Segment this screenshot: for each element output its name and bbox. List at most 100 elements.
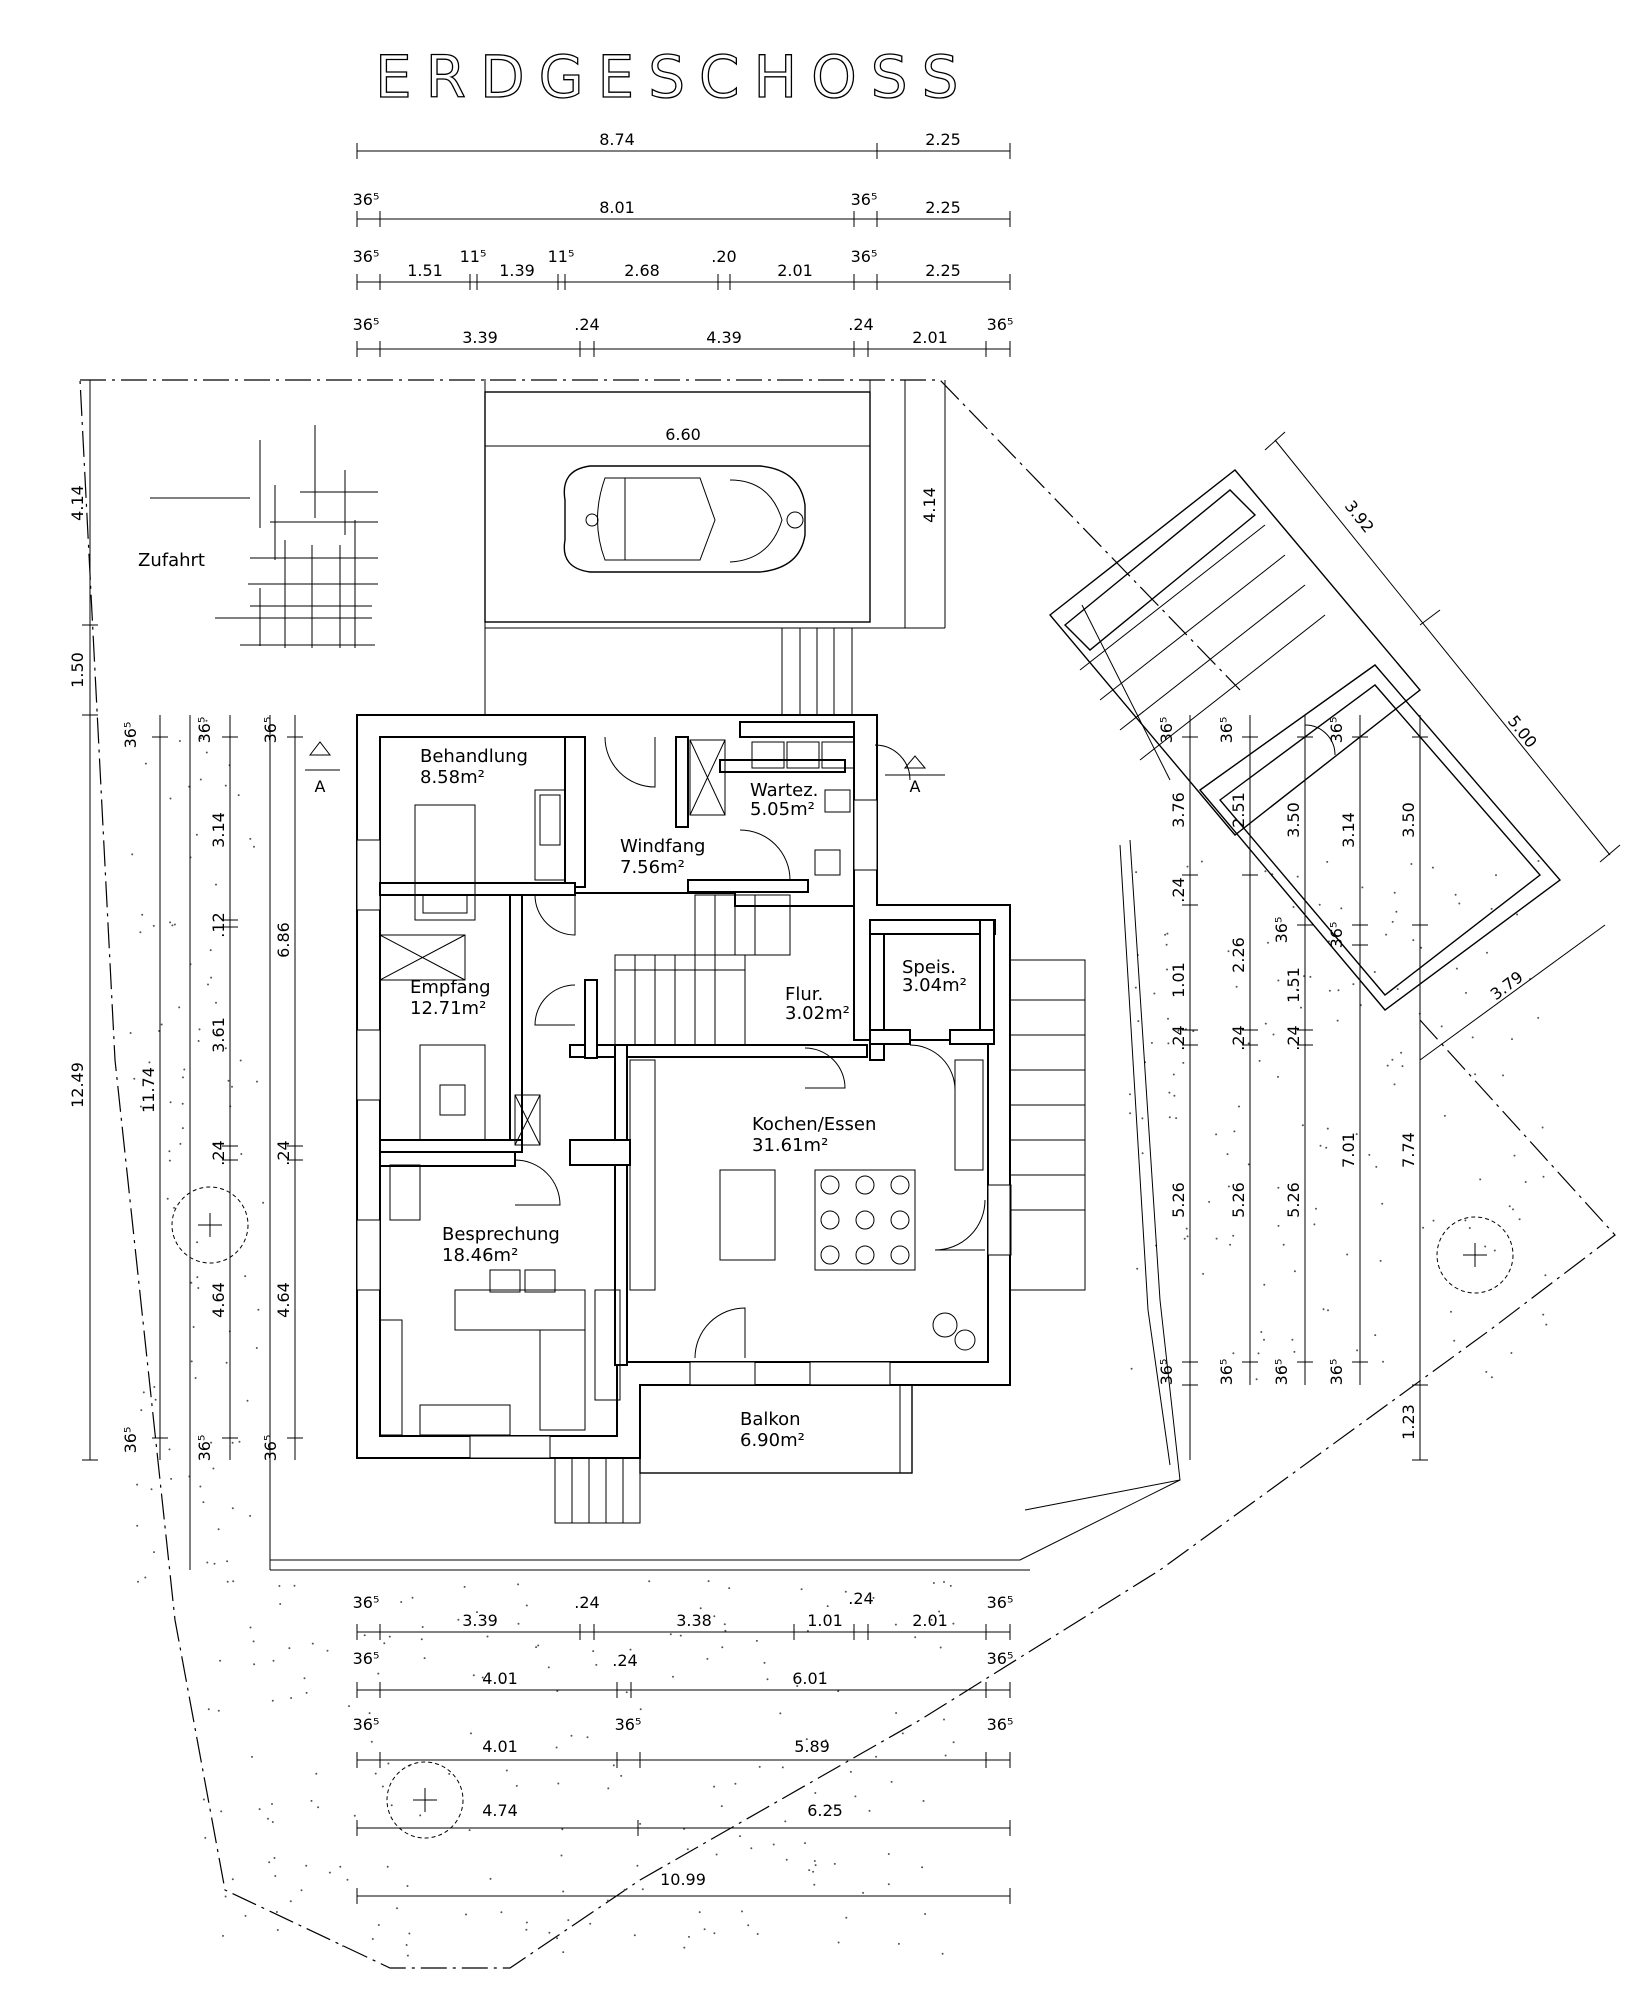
ground-dot bbox=[939, 1646, 942, 1649]
dim-rd-2: 36⁵ bbox=[1327, 922, 1346, 949]
ground-dot bbox=[231, 1507, 234, 1510]
ground-dot bbox=[854, 1795, 857, 1798]
ground-dot bbox=[169, 1101, 172, 1104]
ground-dot bbox=[1493, 1249, 1496, 1252]
ground-dot bbox=[813, 1860, 816, 1862]
ground-dot bbox=[1385, 933, 1388, 936]
ground-dot bbox=[1232, 1234, 1235, 1237]
room-balkon-area: 6.90m² bbox=[740, 1430, 805, 1451]
dim-b3-2: 36⁵ bbox=[615, 1715, 642, 1734]
dim-li-2: .12 bbox=[209, 912, 228, 937]
ground-dot bbox=[1235, 985, 1238, 988]
top-dimension-strings: 8.74 2.25 36⁵ 8.01 36⁵ 2.25 36⁵ 1.51 11⁵… bbox=[353, 130, 1014, 357]
ground-dot bbox=[1412, 939, 1415, 942]
ground-dot bbox=[1319, 1144, 1322, 1147]
ground-dot bbox=[1420, 946, 1423, 949]
dim-li-4: .24 bbox=[209, 1140, 228, 1165]
dim-rd-0: 36⁵ bbox=[1327, 717, 1346, 744]
ground-dot bbox=[1166, 932, 1169, 935]
ground-dot bbox=[1544, 1274, 1547, 1277]
ground-dot bbox=[1292, 906, 1295, 908]
ground-dot bbox=[1129, 1093, 1131, 1096]
ground-dot bbox=[785, 1858, 788, 1861]
ground-dot bbox=[1381, 1202, 1384, 1205]
dim-l686-2: .24 bbox=[274, 1140, 293, 1165]
ground-dot bbox=[224, 1047, 227, 1050]
ground-dot bbox=[620, 1774, 623, 1777]
ground-dot bbox=[1233, 1130, 1236, 1133]
dim-top2-3: 2.25 bbox=[925, 198, 961, 217]
ground-dot bbox=[1315, 1207, 1317, 1210]
ground-dot bbox=[952, 1622, 955, 1625]
ground-dot bbox=[1215, 1237, 1218, 1240]
ground-dot bbox=[570, 1734, 573, 1737]
ground-dot bbox=[190, 1360, 193, 1363]
ground-dot bbox=[1518, 1218, 1521, 1221]
ground-dot bbox=[1166, 968, 1168, 971]
ground-dot bbox=[629, 1648, 632, 1651]
ground-dot bbox=[837, 1690, 840, 1693]
ground-dot bbox=[741, 1910, 743, 1913]
ground-dot bbox=[183, 1068, 186, 1071]
ground-dot bbox=[1309, 975, 1312, 978]
ground-dot bbox=[1186, 865, 1189, 868]
dim-top3-5: 2.68 bbox=[624, 261, 660, 280]
ground-dot bbox=[253, 1663, 256, 1666]
ground-dot bbox=[1215, 1133, 1218, 1136]
ground-dot bbox=[1508, 1205, 1511, 1208]
ground-dot bbox=[212, 1467, 215, 1470]
ground-dot bbox=[205, 719, 208, 722]
ground-dot bbox=[557, 1782, 560, 1785]
ground-dot bbox=[213, 1143, 216, 1146]
ground-dot bbox=[763, 1661, 766, 1664]
ground-dot bbox=[206, 1561, 209, 1564]
ground-dot bbox=[256, 1080, 258, 1083]
ground-dot bbox=[271, 1821, 274, 1823]
ground-dot bbox=[1135, 871, 1138, 874]
ground-dot bbox=[1502, 1074, 1504, 1077]
stairs-internal bbox=[614, 894, 791, 1046]
ground-dot bbox=[463, 1585, 466, 1588]
ground-dot bbox=[1257, 1352, 1260, 1355]
ground-dot bbox=[1300, 1006, 1302, 1009]
ground-dot bbox=[1136, 1267, 1139, 1270]
ground-dot bbox=[1453, 1339, 1456, 1342]
room-flur-area: 3.02m² bbox=[785, 1003, 850, 1024]
dim-rb-4: 5.26 bbox=[1229, 1182, 1248, 1218]
dim-b1-0: 36⁵ bbox=[353, 1593, 380, 1612]
dim-top4-6: 36⁵ bbox=[987, 315, 1014, 334]
ground-dot bbox=[1130, 1367, 1133, 1370]
ground-dot bbox=[1150, 1041, 1153, 1044]
ground-dot bbox=[276, 1929, 279, 1931]
ground-dot bbox=[1277, 979, 1280, 982]
ground-dot bbox=[457, 1618, 460, 1621]
terrace-structure: 3.92 5.00 3.79 bbox=[1024, 431, 1621, 1511]
dim-ra-1: 3.76 bbox=[1169, 792, 1188, 828]
ground-dot bbox=[672, 1675, 674, 1678]
ground-dot bbox=[1141, 1117, 1144, 1120]
dim-top3-6: .20 bbox=[711, 247, 736, 266]
ground-dot bbox=[1541, 1126, 1544, 1129]
section-marker-left: A bbox=[305, 741, 340, 796]
ground-dot bbox=[1293, 1270, 1296, 1273]
ground-dot bbox=[1165, 943, 1168, 946]
ground-dot bbox=[1471, 1036, 1474, 1039]
ground-dot bbox=[944, 1754, 947, 1757]
ground-dot bbox=[1168, 1091, 1171, 1094]
ground-dot bbox=[1495, 874, 1497, 877]
ground-dot bbox=[1282, 1243, 1285, 1246]
ground-dot bbox=[1264, 1022, 1267, 1025]
ground-dot bbox=[595, 1663, 598, 1666]
garage-carport: 6.60 4.14 bbox=[484, 379, 946, 717]
dim-top1-0: 8.74 bbox=[599, 130, 635, 149]
ground-dot bbox=[315, 1772, 318, 1775]
ground-dot bbox=[1537, 1016, 1540, 1019]
ground-dot bbox=[713, 1932, 716, 1935]
dim-b1-6: 2.01 bbox=[912, 1611, 948, 1630]
room-labels: Behandlung 8.58m² Wartez. 5.05m² Windfan… bbox=[410, 746, 967, 1451]
ground-dot bbox=[1465, 991, 1467, 994]
ground-dot bbox=[1167, 1017, 1169, 1020]
room-wartez-area: 5.05m² bbox=[750, 799, 815, 820]
dim-rb-1: 2.51 bbox=[1229, 792, 1248, 828]
ground-dot bbox=[639, 1708, 642, 1711]
